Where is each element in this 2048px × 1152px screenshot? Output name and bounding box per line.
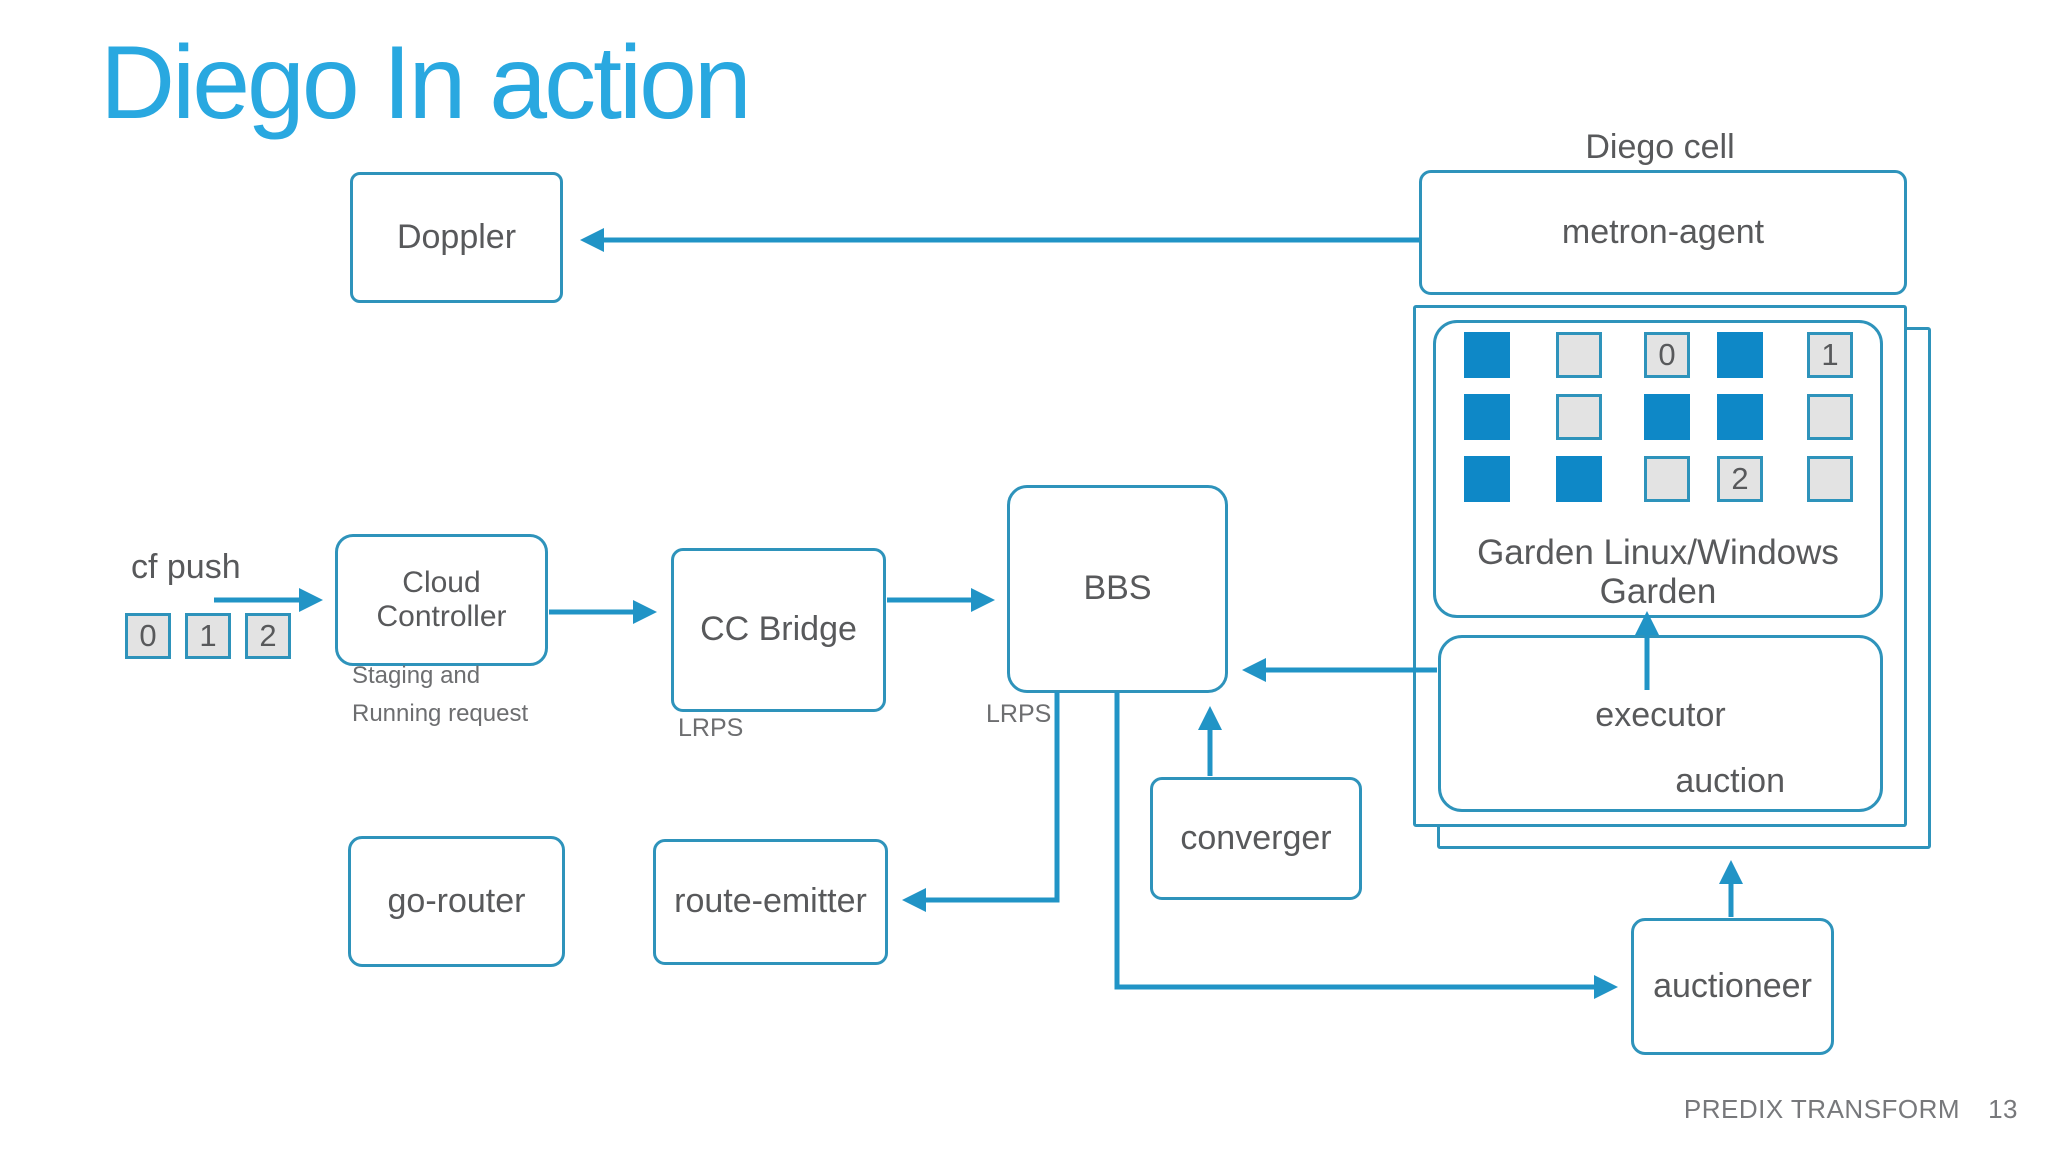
node-metron-agent-label: metron-agent (1561, 212, 1765, 251)
cf-push-instance-2: 2 (245, 613, 291, 659)
cf-push-label: cf push (131, 548, 241, 586)
garden-container-blue-0-0 (1464, 332, 1510, 378)
garden-container-gray-1-4 (1807, 394, 1853, 440)
node-route-emitter-label: route-emitter (674, 882, 867, 921)
node-converger-label: converger (1180, 818, 1332, 857)
lrps-label-cc-bridge: LRPS (678, 714, 744, 742)
node-executor: executor auction (1438, 635, 1883, 812)
garden-container-blue-0-3 (1717, 332, 1763, 378)
garden-container-instance-1: 1 (1807, 332, 1853, 378)
garden-container-gray-1-1 (1556, 394, 1602, 440)
garden-container-gray-2-4 (1807, 456, 1853, 502)
garden-label: Garden Linux/Windows Garden (1436, 533, 1880, 611)
diego-cell-label: Diego cell (1585, 128, 1735, 166)
node-executor-label: executor (1595, 696, 1726, 734)
node-executor-auction-label: auction (1675, 761, 1785, 800)
node-cc-bridge: CC Bridge (671, 548, 886, 712)
garden-container-blue-2-0 (1464, 456, 1510, 502)
cf-push-instance-0: 0 (125, 613, 171, 659)
node-doppler: Doppler (350, 172, 563, 303)
lrps-label-bbs: LRPS (986, 700, 1052, 728)
footer-page-number: 13 (1988, 1094, 2018, 1124)
slide-title: Diego In action (100, 25, 752, 141)
node-garden: Garden Linux/Windows Garden 0 1 2 (1433, 320, 1883, 618)
node-route-emitter: route-emitter (653, 839, 888, 965)
node-doppler-label: Doppler (396, 217, 517, 256)
garden-label-line2: Garden (1599, 571, 1717, 611)
garden-label-line1: Garden Linux/Windows (1477, 533, 1839, 572)
node-cloud-controller-label: Cloud Controller (376, 565, 507, 634)
node-cc-bridge-label: CC Bridge (700, 610, 857, 649)
node-metron-agent: metron-agent (1419, 170, 1907, 295)
node-go-router-label: go-router (387, 881, 526, 920)
staging-note-line2: Running request (352, 700, 529, 727)
garden-container-instance-0: 0 (1644, 332, 1690, 378)
node-bbs-label: BBS (1083, 569, 1152, 608)
garden-container-blue-1-3 (1717, 394, 1763, 440)
node-converger: converger (1150, 777, 1362, 900)
node-cloud-controller: Cloud Controller (335, 534, 548, 666)
garden-container-instance-2: 2 (1717, 456, 1763, 502)
garden-container-blue-1-0 (1464, 394, 1510, 440)
node-go-router: go-router (348, 836, 565, 967)
cf-push-instance-1: 1 (185, 613, 231, 659)
node-auctioneer-label: auctioneer (1653, 966, 1812, 1005)
node-auctioneer: auctioneer (1631, 918, 1834, 1055)
garden-container-gray-0-1 (1556, 332, 1602, 378)
staging-note-line1: Staging and (352, 662, 481, 689)
garden-container-blue-1-2 (1644, 394, 1690, 440)
slide-footer: PREDIX TRANSFORM 13 (1684, 1094, 2018, 1125)
node-bbs: BBS (1007, 485, 1228, 693)
footer-label: PREDIX TRANSFORM (1683, 1094, 1961, 1124)
garden-container-gray-2-2 (1644, 456, 1690, 502)
garden-container-blue-2-1 (1556, 456, 1602, 502)
